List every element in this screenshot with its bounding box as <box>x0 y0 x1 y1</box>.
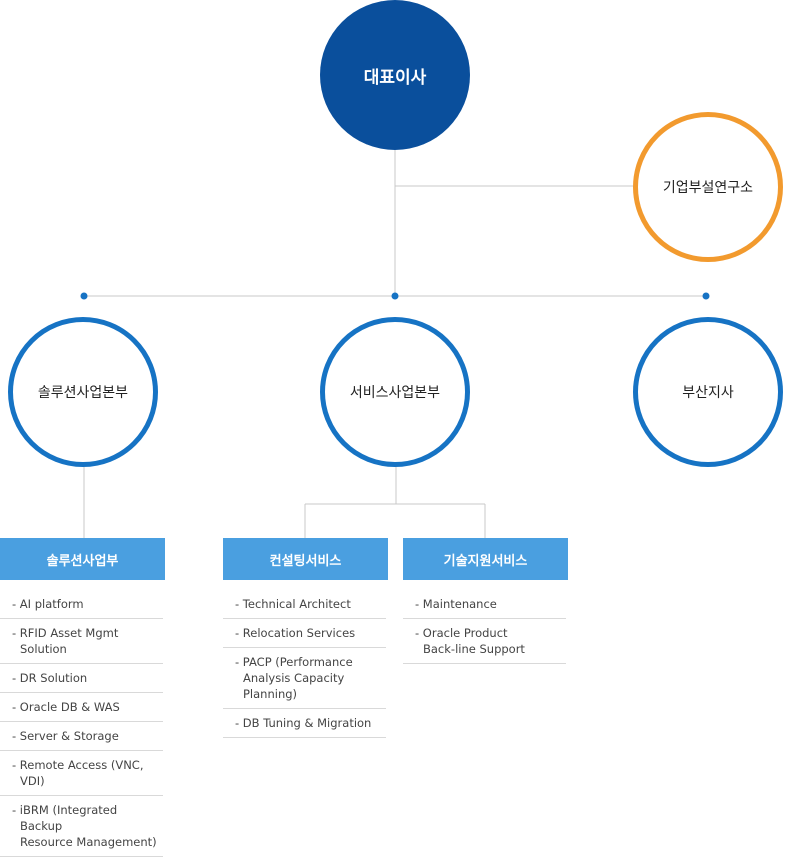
team-label: 기술지원서비스 <box>443 553 528 569</box>
junction-dot <box>80 292 88 300</box>
division-node-busan: 부산지사 <box>633 317 783 467</box>
ceo-label: 대표이사 <box>363 67 427 88</box>
division-node-solution: 솔루션사업본부 <box>8 317 158 467</box>
list-item: - Relocation Services <box>223 619 386 648</box>
team-label: 컨설팅서비스 <box>269 553 342 569</box>
junction-dot <box>702 292 710 300</box>
team-label: 솔루션사업부 <box>46 553 119 569</box>
team-header-consulting: 컨설팅서비스 <box>223 538 388 580</box>
division-node-service: 서비스사업본부 <box>320 317 470 467</box>
junction-dot <box>391 292 399 300</box>
list-item: - DB Tuning & Migration <box>223 709 386 738</box>
division-label: 부산지사 <box>682 385 734 401</box>
list-item: - AI platform <box>0 590 163 619</box>
team-header-solution: 솔루션사업부 <box>0 538 165 580</box>
ceo-node: 대표이사 <box>320 0 470 150</box>
list-item: - DR Solution <box>0 664 163 693</box>
research-lab-label: 기업부설연구소 <box>662 180 754 196</box>
list-item: - Maintenance <box>403 590 566 619</box>
list-item: - Remote Access (VNC, VDI) <box>0 751 163 796</box>
team-header-support: 기술지원서비스 <box>403 538 568 580</box>
list-item: - Server & Storage <box>0 722 163 751</box>
research-lab-node: 기업부설연구소 <box>633 112 783 262</box>
list-item: - Technical Architect <box>223 590 386 619</box>
division-label: 서비스사업본부 <box>349 385 441 401</box>
list-item: - RFID Asset Mgmt Solution <box>0 619 163 664</box>
list-item: - Oracle DB & WAS <box>0 693 163 722</box>
division-label: 솔루션사업본부 <box>37 385 129 401</box>
connector-lines <box>80 150 710 538</box>
team-list-consulting: - Technical Architect- Relocation Servic… <box>223 590 386 738</box>
team-list-solution: - AI platform- RFID Asset Mgmt Solution-… <box>0 590 163 857</box>
